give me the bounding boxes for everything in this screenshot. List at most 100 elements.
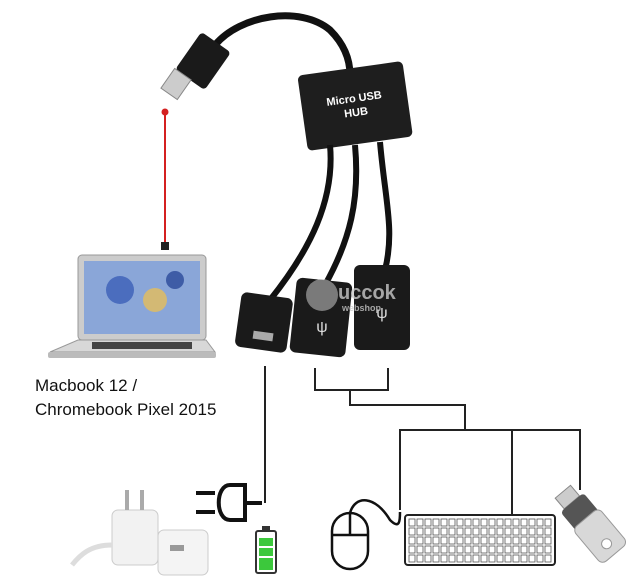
keyboard-key [520,536,528,545]
keyboard-key [416,545,424,554]
keyboard-key [464,536,472,545]
keyboard-key [520,527,528,536]
keyboard-key [528,518,536,527]
keyboard-key [544,518,552,527]
keyboard-key [520,545,528,554]
keyboard-key [472,545,480,554]
watermark-sub: webshop [341,303,382,313]
keyboard-key [456,536,464,545]
keyboard-key [544,527,552,536]
usb-a-port-2: ψ [354,265,410,350]
keyboard-key [408,518,416,527]
hub-label-line2: HUB [343,105,368,120]
keyboard-key [464,527,472,536]
battery-icon [255,526,277,574]
usb-flash-drive-icon [554,484,626,563]
keyboard-key [512,527,520,536]
keyboard-key [496,536,504,545]
keyboard-key [520,554,528,563]
keyboard-key [408,554,416,563]
keyboard-key [472,554,480,563]
keyboard-key [488,545,496,554]
micro-usb-plug [160,12,354,101]
keyboard-key [440,545,448,554]
keyboard-key [512,554,520,563]
keyboard-key [488,554,496,563]
keyboard-key [432,554,440,563]
keyboard-key [448,536,456,545]
keyboard-key [528,554,536,563]
laptop-caption-line1: Macbook 12 / [35,376,138,395]
hub-cables [267,141,393,302]
micro-usb-female-port [235,292,293,353]
keyboard-key [528,536,536,545]
keyboard-key [472,536,480,545]
keyboard-key [536,518,544,527]
keyboard-key [448,545,456,554]
keyboard-key [488,527,496,536]
keyboard-key [480,518,488,527]
keyboard-key [464,518,472,527]
keyboard-key [536,554,544,563]
keyboard-key [408,545,416,554]
keyboard-key [504,545,512,554]
laptop-caption-line2: Chromebook Pixel 2015 [35,400,217,419]
keyboard-key [520,518,528,527]
keyboard-key [480,536,488,545]
keyboard-key [448,518,456,527]
keyboard-key [504,554,512,563]
keyboard-key [472,527,480,536]
keyboard-key [488,536,496,545]
keyboard-key [448,554,456,563]
keyboard-key [432,527,440,536]
keyboard-key [504,527,512,536]
keyboard-key [480,554,488,563]
red-connection-line [161,108,169,250]
keyboard-key [456,554,464,563]
keyboard-key [424,518,432,527]
watermark-brand: uccok [338,282,397,304]
keyboard-key [416,527,424,536]
keyboard-key [456,527,464,536]
keyboard-key [448,527,456,536]
mouse-icon [330,499,402,571]
keyboard-key [512,545,520,554]
keyboard-key [536,536,544,545]
keyboard-key [416,554,424,563]
usb-charger-image [70,490,209,576]
keyboard-key [432,518,440,527]
keyboard-key [440,554,448,563]
keyboard-key [408,536,416,545]
keyboard-key [432,536,440,545]
keyboard-key [424,554,432,563]
keyboard-key [440,518,448,527]
watermark: uccok webshop [306,279,397,313]
keyboard-key [440,527,448,536]
keyboard-key [456,518,464,527]
keyboard-icon [404,514,556,566]
svg-text:ψ: ψ [376,305,387,322]
keyboard-key [456,545,464,554]
keyboard-key [544,554,552,563]
keyboard-key [536,545,544,554]
keyboard-key [512,536,520,545]
keyboard-key [496,545,504,554]
wiring-lines [264,366,581,515]
keyboard-key [424,536,432,545]
keyboard-key [464,554,472,563]
keyboard-key [480,545,488,554]
keyboard-key [424,545,432,554]
power-plug-icon [196,483,262,522]
keyboard-key [528,545,536,554]
hub-box: Micro USB HUB [298,61,413,151]
keyboard-key [512,518,520,527]
svg-text:ψ: ψ [316,319,327,336]
keyboard-key [432,545,440,554]
keyboard-key [416,518,424,527]
keyboard-key [544,545,552,554]
keyboard-key [504,536,512,545]
keyboard-key [480,527,488,536]
laptop-image [48,254,216,358]
